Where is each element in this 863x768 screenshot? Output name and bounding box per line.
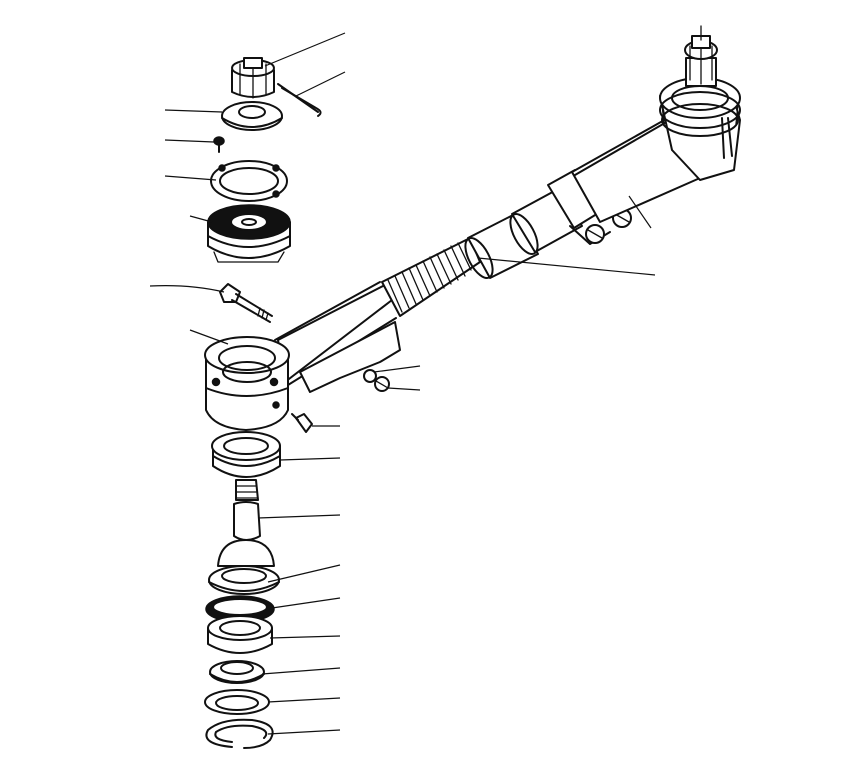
seal-cap-assembly bbox=[207, 204, 291, 263]
cotter-pin bbox=[277, 83, 322, 117]
leader-washer-top bbox=[164, 109, 223, 113]
leader-grease-fitting-2 bbox=[387, 387, 421, 391]
gasket-ring bbox=[210, 160, 288, 202]
leader-cotter-pin bbox=[295, 71, 346, 97]
leader-ring-2 bbox=[271, 597, 341, 609]
leader-bearing-race bbox=[279, 457, 341, 461]
elbow-fitting bbox=[291, 413, 313, 433]
grease-fitting bbox=[363, 369, 390, 392]
leader-snap-ring bbox=[267, 729, 341, 735]
small-screw bbox=[213, 136, 225, 153]
leader-ball-stud bbox=[257, 514, 341, 519]
leader-socket-housing bbox=[189, 329, 229, 345]
castle-nut bbox=[231, 57, 275, 99]
ring-3 bbox=[207, 615, 273, 654]
leader-ring-3 bbox=[269, 635, 341, 639]
clamp-bolt bbox=[585, 208, 632, 244]
leader-ring-1 bbox=[267, 564, 341, 583]
bolt bbox=[219, 283, 273, 323]
leader-grease-fitting bbox=[373, 365, 421, 373]
leader-small-screw bbox=[164, 139, 215, 143]
leader-adjuster-sleeve bbox=[477, 257, 656, 276]
ring-1 bbox=[208, 565, 280, 595]
leader-lines bbox=[149, 32, 656, 735]
left-socket-housing bbox=[204, 336, 290, 431]
leader-right-ball-joint bbox=[628, 195, 652, 229]
ring-4 bbox=[209, 660, 265, 684]
bearing-race bbox=[211, 431, 281, 478]
right-castle-nut bbox=[684, 25, 718, 87]
ball-stud bbox=[217, 479, 275, 567]
leader-washer-bottom bbox=[267, 697, 341, 703]
thread-lines bbox=[387, 242, 472, 313]
washer-top bbox=[221, 101, 283, 131]
right-ball-joint bbox=[659, 25, 741, 181]
leader-seal-cap bbox=[189, 215, 213, 223]
washer-bottom bbox=[204, 689, 270, 715]
leader-bolt bbox=[149, 285, 225, 293]
snap-ring bbox=[205, 718, 274, 749]
leader-gasket-ring bbox=[164, 175, 217, 181]
tie-rod-tube bbox=[274, 117, 706, 393]
leader-castle-nut bbox=[264, 32, 346, 67]
leader-ring-4 bbox=[261, 667, 341, 675]
